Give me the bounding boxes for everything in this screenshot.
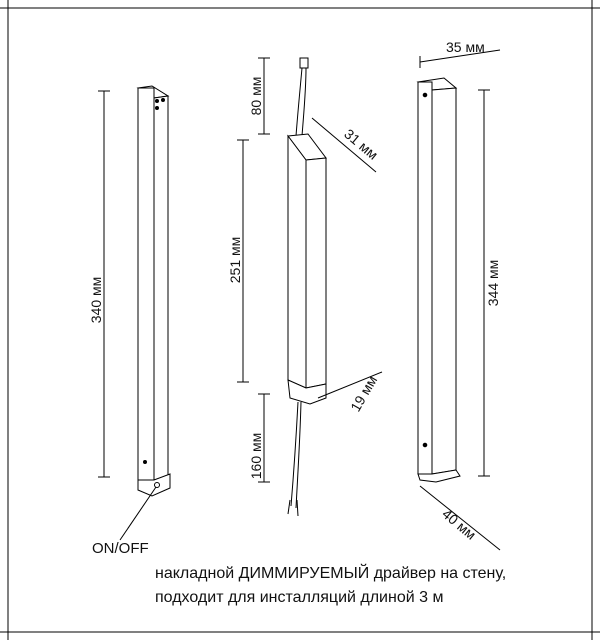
left-bracket-height-label: 340 мм <box>88 277 104 324</box>
driver-cable-bottom-label: 160 мм <box>248 433 264 480</box>
driver-depth-label: 19 мм <box>347 373 380 415</box>
right-bracket <box>416 77 461 483</box>
driver-cable-bottom <box>287 401 302 517</box>
driver-body <box>287 133 327 405</box>
driver-cable-top <box>295 57 309 137</box>
caption-line-2: подходит для инсталляций длиной 3 м <box>155 589 444 606</box>
onoff-leader <box>119 486 157 541</box>
right-dims <box>419 49 501 551</box>
caption: накладной ДИММИРУЕМЫЙ драйвер на стену, … <box>155 562 575 610</box>
driver-cable-top-label: 80 мм <box>248 77 264 116</box>
caption-line-1: накладной ДИММИРУЕМЫЙ драйвер на стену, <box>155 565 507 582</box>
left-height-dim <box>98 90 110 478</box>
right-bracket-width-label: 35 мм <box>446 39 485 55</box>
right-bracket-depth-label: 40 мм <box>439 506 479 543</box>
right-bracket-height-label: 344 мм <box>485 260 501 307</box>
left-bracket <box>136 85 171 497</box>
driver-length-label: 251 мм <box>227 237 243 284</box>
switch-label: ON/OFF <box>92 540 149 557</box>
driver-width-label: 31 мм <box>341 126 381 163</box>
driver-dims <box>237 57 383 483</box>
